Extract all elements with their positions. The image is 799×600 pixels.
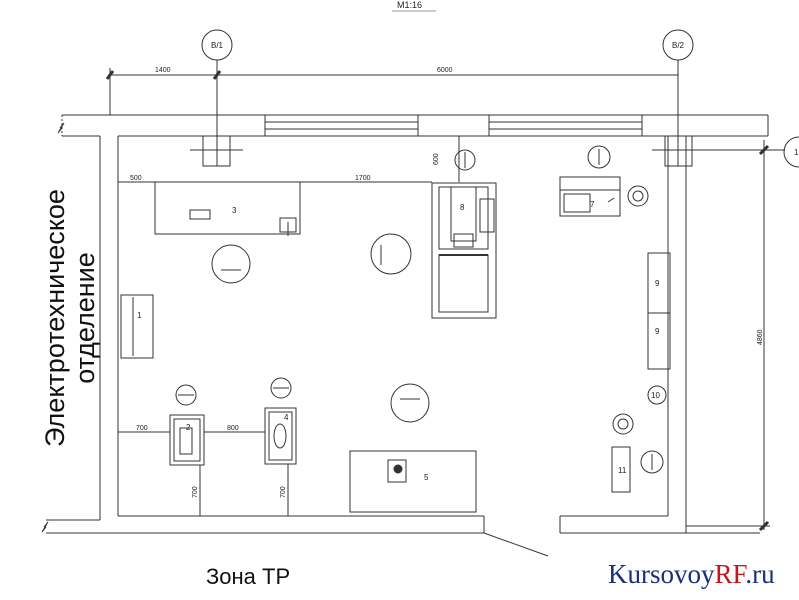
lift-6 xyxy=(431,182,497,319)
label-1: 1 xyxy=(137,311,142,320)
zone-label: Зона ТР xyxy=(206,564,291,589)
scale-label: М1:16 xyxy=(397,0,422,10)
label-7: 7 xyxy=(590,200,595,209)
dim-bottom-2: 700 xyxy=(192,486,199,498)
room-label-line1: Электротехническое xyxy=(40,189,70,447)
dim-vertical-span: 4860 xyxy=(757,329,764,345)
wall-top xyxy=(61,114,769,137)
table-5 xyxy=(349,450,477,513)
cabinet-9b xyxy=(647,312,671,370)
axis-label-b1: В/1 xyxy=(211,41,224,50)
stand-11 xyxy=(611,446,631,493)
label-4: 4 xyxy=(284,413,289,422)
dim-top-span: 6000 xyxy=(437,67,453,74)
label-3: 3 xyxy=(232,206,237,215)
workbench-3 xyxy=(154,181,301,236)
watermark-part2: RF xyxy=(714,559,746,589)
axis-bubble-b1 xyxy=(201,29,233,61)
washer-7 xyxy=(559,176,621,217)
label-5: 5 xyxy=(424,473,429,482)
cabinet-1 xyxy=(120,294,154,359)
dim-bench-offset: 500 xyxy=(130,175,142,182)
dim-bench-to-lift: 1700 xyxy=(355,175,371,182)
dim-left-to-2: 700 xyxy=(136,425,148,432)
axis-bubble-b2 xyxy=(662,29,694,61)
dim-top-offset: 1400 xyxy=(155,67,171,74)
dim-lift-top: 600 xyxy=(433,153,440,165)
dim-2-to-4: 800 xyxy=(227,425,239,432)
equipment-2 xyxy=(169,414,205,466)
equipment-4 xyxy=(264,407,297,465)
axis-label-b2: В/2 xyxy=(672,41,685,50)
watermark: KursovoyRF.ru xyxy=(608,559,775,590)
watermark-part1: Kursovoy xyxy=(608,559,715,589)
axis-label-1: 1 xyxy=(794,148,799,157)
axis-bubble-1 xyxy=(783,136,799,168)
label-9a: 9 xyxy=(655,279,660,288)
wall-right xyxy=(559,136,760,534)
label-11: 11 xyxy=(618,466,627,475)
wall-left xyxy=(46,136,549,557)
room-label-line2: отделение xyxy=(70,252,100,384)
label-8: 8 xyxy=(460,203,465,212)
label-10: 10 xyxy=(651,391,660,400)
operator-place xyxy=(175,145,664,474)
label-2: 2 xyxy=(186,423,191,432)
dim-bottom-4: 700 xyxy=(280,486,287,498)
label-9b: 9 xyxy=(655,327,660,336)
watermark-part3: .ru xyxy=(745,559,775,589)
